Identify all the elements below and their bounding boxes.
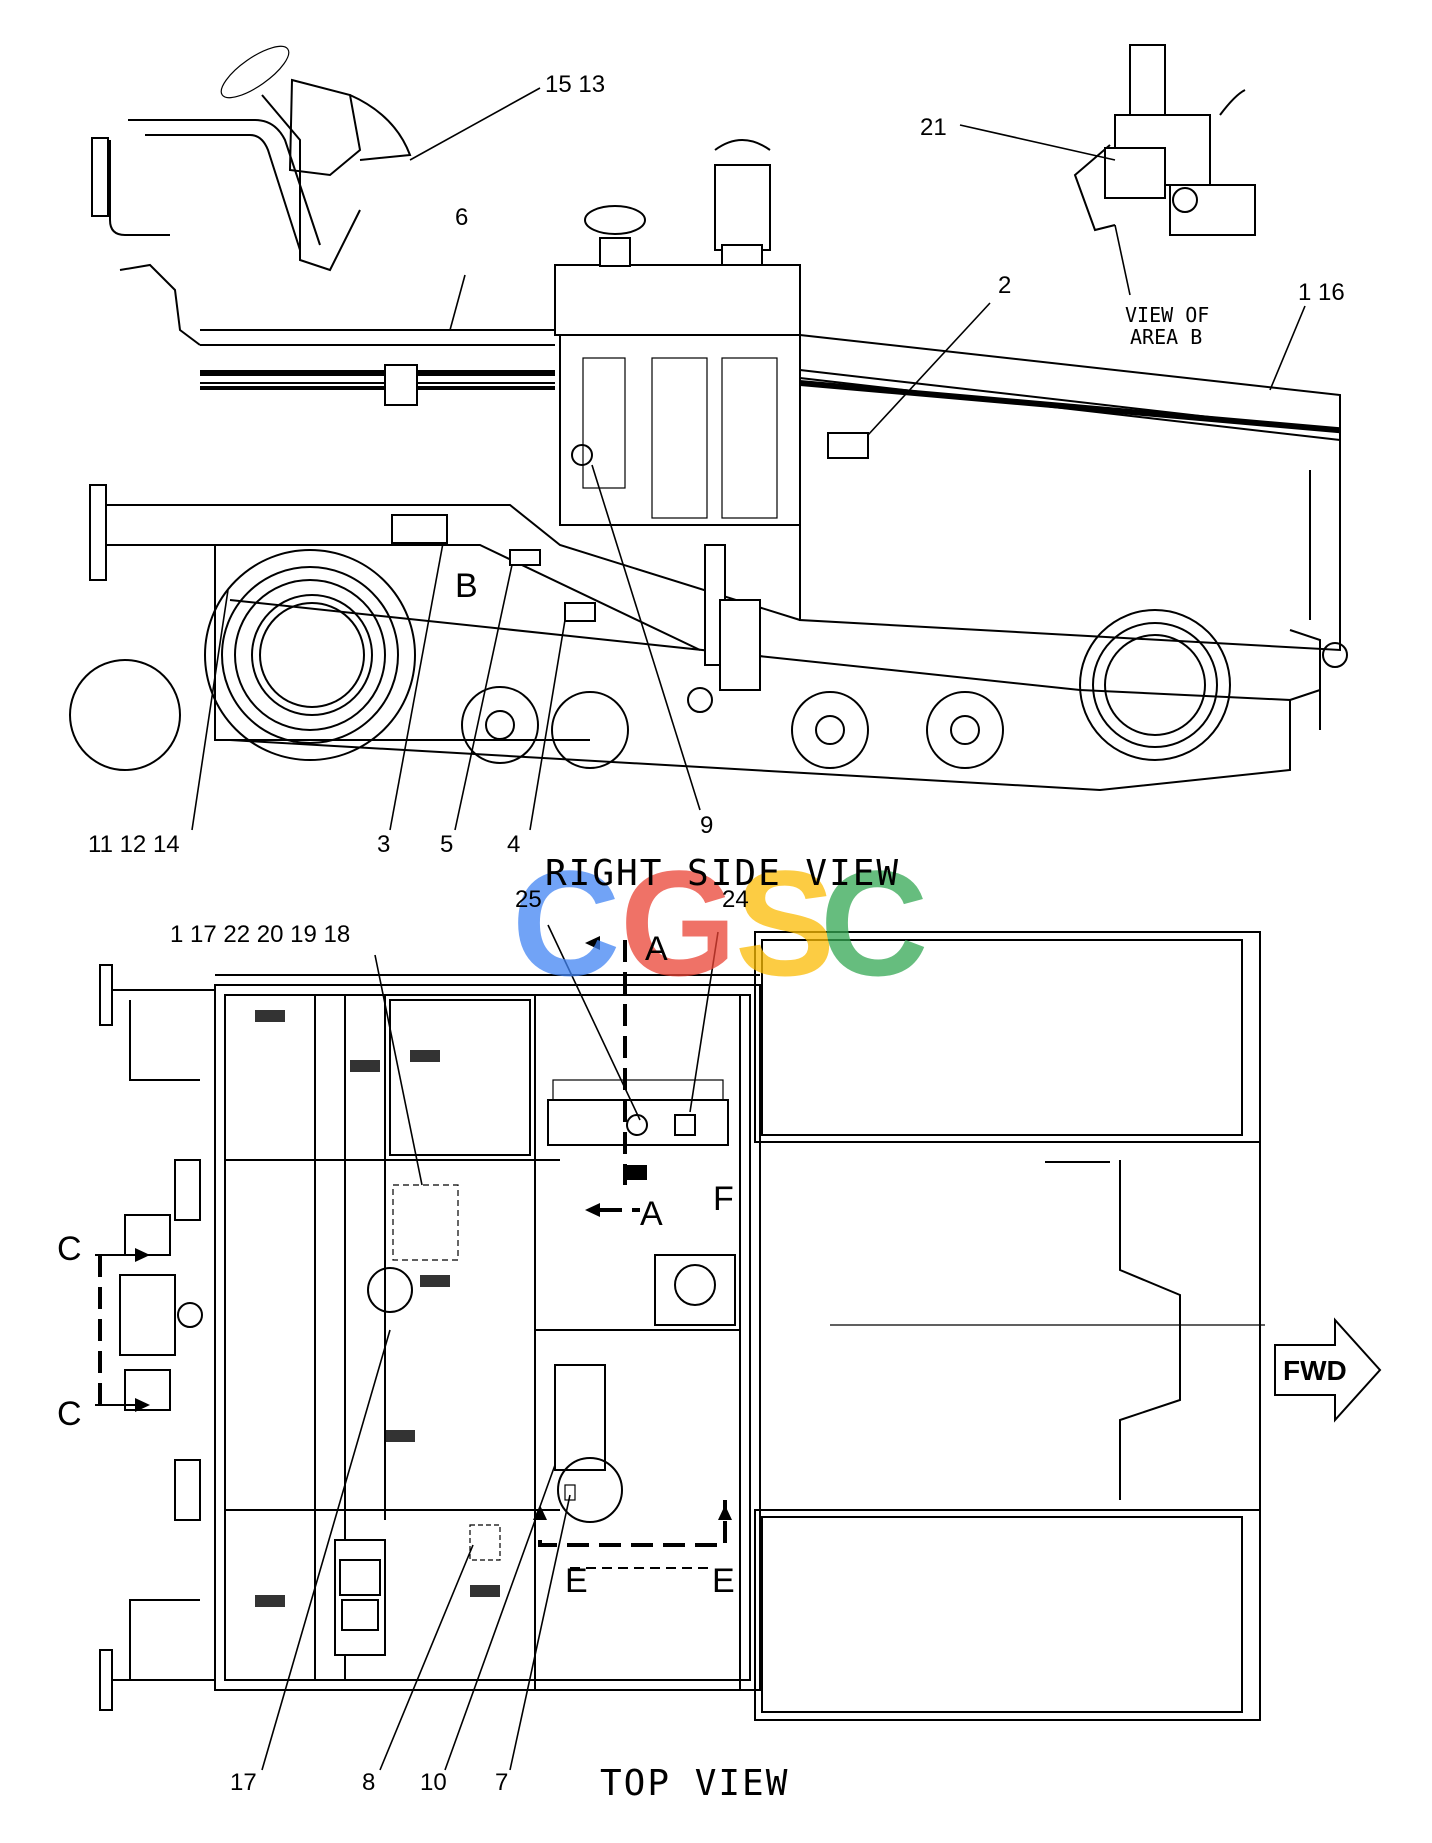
fwd-label: FWD	[1283, 1355, 1347, 1386]
section-mark-e-right: E	[712, 1562, 735, 1600]
section-mark-a-bottom: A	[640, 1195, 663, 1233]
callout-15-13: 15 13	[545, 71, 605, 98]
section-mark-c-top: C	[57, 1230, 82, 1268]
section-mark-b: B	[455, 567, 478, 605]
right-side-view-title: RIGHT SIDE VIEW	[545, 853, 900, 894]
decal-4	[564, 602, 596, 622]
section-mark-f: F	[713, 1180, 734, 1218]
watermark-letter: S	[735, 839, 835, 1007]
callout-10: 10	[420, 1769, 447, 1796]
section-mark-c-bottom: C	[57, 1395, 82, 1433]
watermark-letter: C	[820, 839, 928, 1007]
callout-17: 17	[230, 1769, 257, 1796]
decal-3	[391, 514, 448, 544]
decal-5	[509, 549, 541, 566]
callout-11-12-14: 11 12 14	[88, 831, 180, 858]
callout-21: 21	[920, 114, 947, 141]
area-b-title-line1: VIEW OF	[1125, 303, 1209, 327]
decal-18	[392, 1184, 459, 1261]
area-b-inset	[959, 44, 1256, 296]
callout-1-16: 1 16	[1298, 279, 1345, 306]
callout-25: 25	[515, 886, 542, 913]
watermark-letter: G	[620, 839, 737, 1007]
callout-5: 5	[440, 831, 453, 858]
right-side-view	[69, 45, 1348, 831]
decal-24	[674, 1114, 696, 1136]
section-mark-e-left: E	[565, 1562, 588, 1600]
top-view	[95, 924, 1382, 1771]
callout-6: 6	[455, 204, 468, 231]
section-mark-a-top: A	[645, 930, 668, 968]
vent-marks	[255, 1010, 500, 1607]
watermark-letter: C	[512, 839, 620, 1007]
decal-2	[827, 432, 869, 459]
top-view-title: TOP VIEW	[600, 1763, 789, 1804]
area-b-title-line2: AREA B	[1130, 325, 1202, 349]
callout-4: 4	[507, 831, 520, 858]
watermark: C G S C	[512, 839, 928, 1007]
callout-24: 24	[722, 886, 749, 913]
decal-8	[469, 1524, 501, 1561]
callout-1-17-22-20-19-18: 1 17 22 20 19 18	[170, 921, 350, 948]
callout-8: 8	[362, 1769, 375, 1796]
callout-3: 3	[377, 831, 390, 858]
callout-9: 9	[700, 812, 713, 839]
fwd-arrow	[1274, 1317, 1382, 1423]
callout-2: 2	[998, 272, 1011, 299]
callout-7: 7	[495, 1769, 508, 1796]
engine-grille	[582, 357, 778, 519]
